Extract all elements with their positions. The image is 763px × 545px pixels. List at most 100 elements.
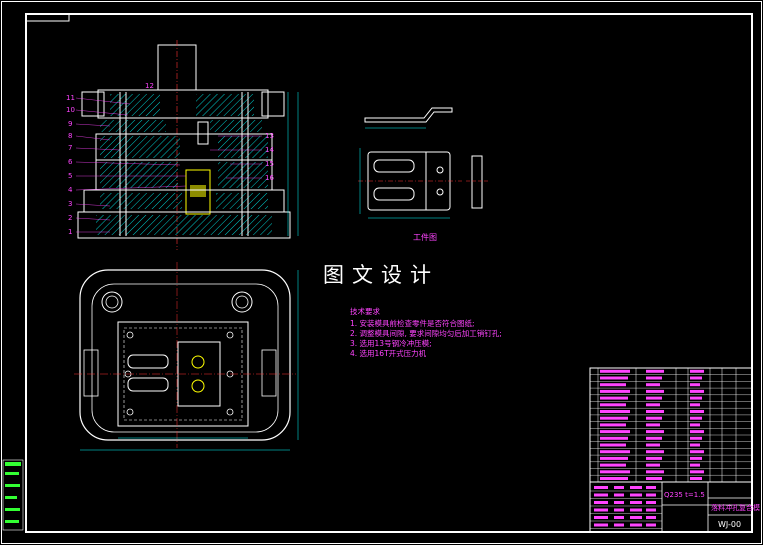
title-block-cell-text — [614, 523, 624, 527]
bom-cell-text — [600, 456, 628, 460]
title-block-cell-text — [594, 501, 608, 504]
bom-cell-text — [646, 470, 664, 474]
bom-cell-text — [690, 403, 700, 407]
bom-cell-text — [690, 376, 702, 380]
bom-cell-text — [646, 450, 664, 454]
part-label-9: 9 — [68, 120, 72, 128]
tech-requirement-2: 2. 调整模具间隙, 要求间隙均匀后加工销钉孔; — [350, 328, 502, 338]
bom-cell-text — [690, 463, 700, 467]
bom-cell-text — [690, 416, 702, 420]
bom-cell-text — [690, 477, 702, 480]
workpiece-caption: 工件图 — [413, 232, 437, 242]
bom-cell-text — [690, 383, 700, 387]
bom-cell-text — [646, 396, 662, 400]
bom-cell-text — [600, 430, 630, 434]
bom-cell-text — [646, 410, 664, 413]
tech-requirement-3: 3. 选用13号钢冷冲压模; — [350, 338, 432, 348]
bom-cell-text — [600, 389, 630, 393]
title-block-cell-text — [614, 516, 624, 519]
bom-cell-text — [600, 423, 626, 427]
drawing-name: 落料冲孔复合模 — [711, 503, 760, 512]
bom-cell-text — [646, 389, 664, 393]
part-label-3: 3 — [68, 200, 72, 208]
part-labels-right: 12 13 14 15 16 — [145, 82, 274, 182]
bom-cell-text — [646, 369, 664, 373]
tech-requirement-1: 1. 安装模具前检查零件是否符合图纸; — [350, 318, 475, 328]
bom-cell-text — [690, 369, 704, 373]
title-block-cell-text — [594, 493, 608, 497]
material-spec: Q235 t=1.5 — [664, 491, 705, 499]
title-block-cell-text — [614, 501, 624, 504]
bom-cell-text — [646, 383, 660, 387]
punch-highlight — [185, 169, 211, 215]
part-labels-left: 11 10 9 8 7 6 5 4 3 2 1 — [66, 94, 75, 236]
part-label-1: 1 — [68, 228, 72, 236]
bom-cell-text — [600, 436, 628, 440]
tech-requirement-4: 4. 选用16T开式压力机 — [350, 348, 427, 358]
title-block-cell-text — [614, 508, 624, 512]
bom-cell-text — [690, 450, 704, 454]
bom-cell-text — [600, 470, 630, 474]
bom-cell-text — [690, 423, 700, 427]
bom-cell-text — [600, 369, 630, 373]
bom-cell-text — [600, 383, 626, 387]
drawing-inner-border — [25, 13, 753, 533]
title-block-cell-text — [594, 523, 608, 527]
title-block-cell-text — [594, 486, 608, 489]
title-block-cell-text — [630, 493, 642, 497]
bom-cell-text — [600, 376, 628, 380]
bom-cell-text — [600, 403, 626, 407]
bom-cell-text — [690, 456, 702, 460]
title-block-cell-text — [646, 493, 656, 497]
title-block-cell-text — [630, 501, 642, 504]
bom-cell-text — [646, 376, 662, 380]
bom-cell-text — [646, 477, 662, 480]
assembly-section-view — [75, 40, 299, 250]
drawing-number: WJ-00 — [718, 520, 741, 529]
bill-of-materials — [589, 367, 753, 483]
tech-requirements-heading: 技术要求 — [350, 306, 380, 316]
lower-die-base — [79, 269, 291, 441]
title-block-cell-text — [614, 486, 624, 489]
title-block-cell-text — [646, 516, 656, 519]
bom-cell-text — [600, 463, 626, 467]
bom-cell-text — [690, 389, 704, 393]
part-label-5: 5 — [68, 172, 72, 180]
part-label-13: 13 — [265, 132, 274, 140]
part-label-11: 11 — [66, 94, 75, 102]
bom-cell-text — [646, 423, 660, 427]
title-block: Q235 t=1.5 落料冲孔复合模 WJ-00 — [589, 481, 760, 533]
bom-cell-text — [646, 456, 662, 460]
part-label-2: 2 — [68, 214, 72, 222]
sheet-corner-tag — [25, 13, 70, 22]
title-block-cell-text — [646, 523, 656, 527]
bom-cell-text — [600, 477, 628, 480]
bom-cell-text — [690, 430, 704, 434]
part-label-7: 7 — [68, 144, 72, 152]
bom-cell-text — [646, 403, 660, 407]
bom-cell-text — [600, 396, 628, 400]
title-block-cell-text — [614, 493, 624, 497]
bom-cell-text — [690, 436, 702, 440]
bom-cell-text — [690, 470, 704, 474]
title-block-cell-text — [630, 516, 642, 519]
bom-cell-text — [690, 443, 700, 447]
bom-cell-text — [600, 416, 628, 420]
plan-view — [74, 262, 299, 451]
title-block-cell-text — [630, 486, 642, 489]
bom-cell-text — [646, 463, 660, 467]
workpiece-views — [358, 107, 488, 219]
part-label-6: 6 — [68, 158, 73, 166]
bom-cell-text — [600, 410, 630, 413]
title-block-cell-text — [646, 501, 656, 504]
part-label-12: 12 — [145, 82, 154, 90]
tech-requirements: 技术要求 1. 安装模具前检查零件是否符合图纸; 2. 调整模具间隙, 要求间隙… — [350, 306, 502, 358]
title-block-cell-text — [646, 508, 656, 512]
bom-cell-text — [690, 410, 704, 413]
bom-cell-text — [646, 443, 660, 447]
bom-cell-text — [600, 443, 626, 447]
part-label-16: 16 — [265, 174, 274, 182]
part-label-15: 15 — [265, 160, 274, 168]
